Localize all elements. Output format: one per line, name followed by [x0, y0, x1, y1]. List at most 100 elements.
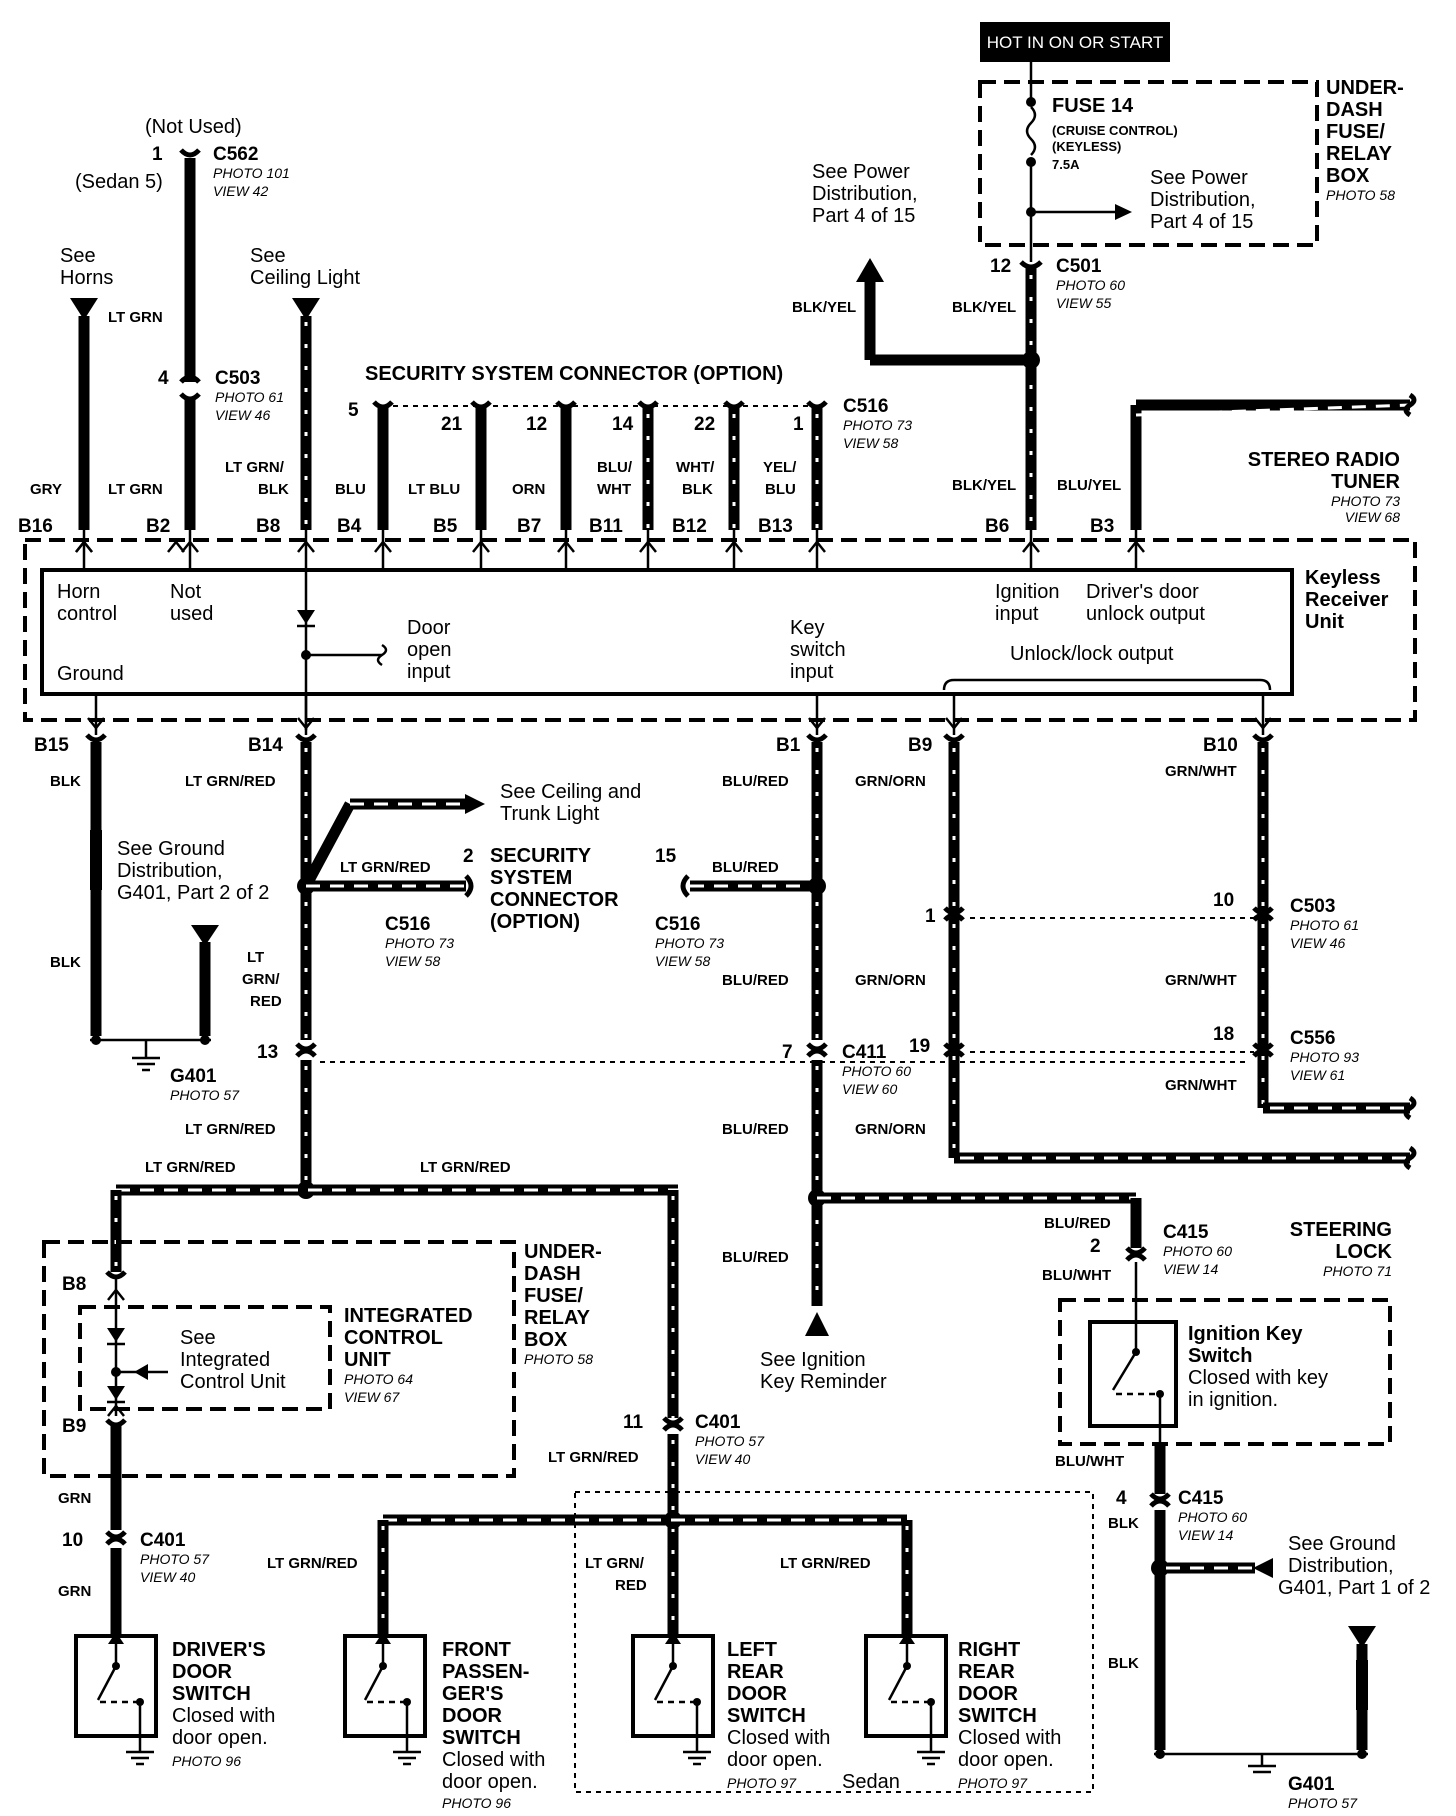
- stereo-view: VIEW 68: [1345, 509, 1400, 525]
- see-ceiling-1: See: [250, 245, 286, 267]
- icu-title-2: CONTROL: [344, 1327, 443, 1349]
- wire-blk-4: BLK: [1108, 1655, 1139, 1672]
- ign-switch-desc-1: Closed with key: [1188, 1367, 1328, 1389]
- c556-name: C556: [1290, 1028, 1335, 1049]
- c415-top-pin: 2: [1090, 1236, 1101, 1257]
- see-icu-1: See: [180, 1327, 216, 1349]
- g401-b-name: G401: [1288, 1774, 1335, 1795]
- wire-lt-grn-red-7: LT GRN/RED: [267, 1555, 358, 1572]
- sw2-title-2: PASSEN-: [442, 1661, 529, 1683]
- sw4-title-4: SWITCH: [958, 1705, 1037, 1727]
- fusebox-top-photo: PHOTO 58: [1326, 187, 1395, 203]
- stereo-photo: PHOTO 73: [1331, 493, 1400, 509]
- pin-b15: B15: [34, 735, 69, 756]
- keyless-receiver-unit: [40, 568, 1294, 696]
- g401-a-name: G401: [170, 1066, 217, 1087]
- wire-lt-grn-blk-2: BLK: [258, 481, 289, 498]
- sw2-desc-1: Closed with: [442, 1749, 545, 1771]
- sw1-title-3: SWITCH: [172, 1683, 251, 1705]
- wire-blu-red-1: BLU/RED: [712, 859, 779, 876]
- see-power-left-2: Distribution,: [812, 183, 918, 205]
- wire-grn-2: GRN: [58, 1583, 91, 1600]
- c411-view: VIEW 60: [842, 1081, 897, 1097]
- wire-blk-yel-2: BLK/YEL: [792, 299, 856, 316]
- wire-gry: GRY: [30, 481, 62, 498]
- sw3-desc-2: door open.: [727, 1749, 823, 1771]
- see-icu-2: Integrated: [180, 1349, 270, 1371]
- sw3-title-2: REAR: [727, 1661, 784, 1683]
- fusebox-mid-b8: B8: [62, 1274, 86, 1295]
- sw1-photo: PHOTO 96: [172, 1753, 241, 1769]
- sw3-title-1: LEFT: [727, 1639, 777, 1661]
- sec-pin-1: 1: [793, 414, 804, 435]
- see-ground-1-1: See Ground: [117, 838, 225, 860]
- ignition-input-2: input: [995, 603, 1039, 625]
- wire-grn-wht-2: GRN/WHT: [1165, 972, 1237, 989]
- wire-blk-3: BLK: [1108, 1515, 1139, 1532]
- see-horns-2: Horns: [60, 267, 113, 289]
- horn-control-2: control: [57, 603, 117, 625]
- c503-mid-pin-10: 10: [1213, 890, 1234, 911]
- icu-photo: PHOTO 64: [344, 1371, 413, 1387]
- unit-top-pins: B16 B2 B8 B4 B5 B7 B11 B12 B13 B6 B3: [18, 516, 1114, 537]
- c501-pin: 12: [990, 256, 1011, 277]
- wire-yel-blu-2: BLU: [765, 481, 796, 498]
- sw1-title-2: DOOR: [172, 1661, 233, 1683]
- icu-view: VIEW 67: [344, 1389, 400, 1405]
- sw2-title-3: GER'S: [442, 1683, 503, 1705]
- wire-grn-orn-3: GRN/ORN: [855, 1121, 926, 1138]
- c556-view: VIEW 61: [1290, 1067, 1345, 1083]
- c503-mid-photo: PHOTO 61: [1290, 917, 1359, 933]
- horn-control-1: Horn: [57, 581, 100, 603]
- sec-pin-14: 14: [612, 414, 634, 435]
- door-switch-icons: [74, 1632, 948, 1766]
- drivers-door-2: unlock output: [1086, 603, 1205, 625]
- pin-b11: B11: [589, 516, 623, 537]
- keyless-title-3: Unit: [1305, 611, 1344, 633]
- integrated-control-unit-box: [78, 1305, 332, 1411]
- ground-label: Ground: [57, 663, 124, 685]
- keyless-title-1: Keyless: [1305, 567, 1381, 589]
- see-power-top-1: See Power: [1150, 167, 1248, 189]
- pin-b8: B8: [256, 516, 280, 537]
- wire-lt-blu: LT BLU: [408, 481, 460, 498]
- wire-blk-2: BLK: [50, 954, 81, 971]
- security-top-photo: PHOTO 73: [843, 417, 912, 433]
- fusebox-mid-photo: PHOTO 58: [524, 1351, 593, 1367]
- sec-pin-22: 22: [694, 414, 715, 435]
- c503-top-view: VIEW 46: [215, 407, 270, 423]
- c415-bot-view: VIEW 14: [1178, 1527, 1233, 1543]
- fusebox-mid-title-1: UNDER-: [524, 1241, 602, 1263]
- wire-blu-yel: BLU/YEL: [1057, 477, 1121, 494]
- see-ignition-2: Key Reminder: [760, 1371, 887, 1393]
- wire-grn-1: GRN: [58, 1490, 91, 1507]
- ign-switch-title-2: Switch: [1188, 1345, 1252, 1367]
- wire-blu-red-5: BLU/RED: [722, 1249, 789, 1266]
- c562-not-used: (Not Used): [145, 116, 242, 138]
- door-open-3: input: [407, 661, 451, 683]
- c401-mid-pin: 11: [623, 1412, 644, 1433]
- steering-title-1: STEERING: [1290, 1219, 1392, 1241]
- wire-blu-wht-3: BLU/WHT: [1042, 1267, 1111, 1284]
- c411-name: C411: [842, 1042, 887, 1063]
- c401-left-view: VIEW 40: [140, 1569, 195, 1585]
- c562-pin: 1: [152, 144, 163, 165]
- sec-mid-title-1: SECURITY: [490, 845, 592, 867]
- pin-b14: B14: [248, 735, 283, 756]
- c501-view: VIEW 55: [1056, 295, 1111, 311]
- wire-yel-blu-1: YEL/: [763, 459, 797, 476]
- c415-top-view: VIEW 14: [1163, 1261, 1218, 1277]
- see-power-top-3: Part 4 of 15: [1150, 211, 1253, 233]
- see-horns-1: See: [60, 245, 96, 267]
- c503-mid-name: C503: [1290, 896, 1335, 917]
- sw1-desc-1: Closed with: [172, 1705, 275, 1727]
- c411-photo: PHOTO 60: [842, 1063, 911, 1079]
- sw1-title-1: DRIVER'S: [172, 1639, 266, 1661]
- c401-mid-name: C401: [695, 1412, 741, 1433]
- sw1-desc-2: door open.: [172, 1727, 268, 1749]
- see-power-top-2: Distribution,: [1150, 189, 1256, 211]
- unit-bottom-pins: B15 B14 B1 B9 B10: [34, 735, 1238, 756]
- security-top-view: VIEW 58: [843, 435, 898, 451]
- sec-mid-title-3: CONNECTOR: [490, 889, 619, 911]
